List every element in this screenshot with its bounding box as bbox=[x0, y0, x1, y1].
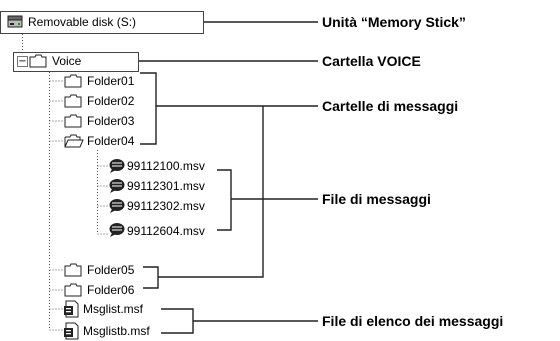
message-list-file-label[interactable]: Msglistb.msf bbox=[83, 324, 150, 338]
folder-icon bbox=[29, 54, 47, 68]
folder-icon bbox=[64, 74, 82, 88]
callout-message-list-files: File di elenco dei messaggi bbox=[322, 313, 504, 329]
message-file-icon bbox=[109, 159, 125, 173]
folder-label[interactable]: Folder01 bbox=[87, 74, 135, 88]
message-file-icon bbox=[109, 223, 125, 237]
message-file-icon bbox=[109, 179, 125, 193]
callout-message-files: File di messaggi bbox=[322, 191, 431, 207]
message-file-label[interactable]: 99112100.msv bbox=[127, 159, 205, 173]
message-file-icon bbox=[109, 199, 125, 213]
folder-label[interactable]: Folder02 bbox=[87, 94, 135, 108]
folder-label[interactable]: Folder04 bbox=[87, 134, 135, 148]
callout-voice-folder: Cartella VOICE bbox=[322, 53, 421, 69]
folder-icon bbox=[64, 114, 82, 128]
folder-icon bbox=[64, 283, 82, 297]
callout-message-folders: Cartelle di messaggi bbox=[322, 98, 459, 114]
removable-disk-icon bbox=[7, 15, 23, 28]
message-list-file-icon bbox=[64, 300, 79, 318]
collapse-toggle[interactable]: − bbox=[17, 56, 28, 67]
message-list-file-icon bbox=[64, 322, 79, 340]
folder-icon bbox=[64, 263, 82, 277]
voice-folder-label: Voice bbox=[52, 54, 82, 68]
folder-label[interactable]: Folder06 bbox=[87, 283, 135, 297]
drive-node[interactable]: Removable disk (S:) bbox=[0, 11, 204, 34]
folder-icon bbox=[64, 94, 82, 108]
message-list-file-label[interactable]: Msglist.msf bbox=[83, 302, 143, 316]
drive-label: Removable disk (S:) bbox=[28, 15, 137, 29]
message-file-label[interactable]: 99112301.msv bbox=[127, 179, 205, 193]
folder-label[interactable]: Folder03 bbox=[87, 114, 135, 128]
callout-drive: Unità “Memory Stick” bbox=[322, 14, 466, 30]
folder-label[interactable]: Folder05 bbox=[87, 263, 135, 277]
message-file-label[interactable]: 99112604.msv bbox=[127, 224, 205, 238]
open-folder-icon bbox=[64, 134, 84, 148]
message-file-label[interactable]: 99112302.msv bbox=[127, 199, 205, 213]
